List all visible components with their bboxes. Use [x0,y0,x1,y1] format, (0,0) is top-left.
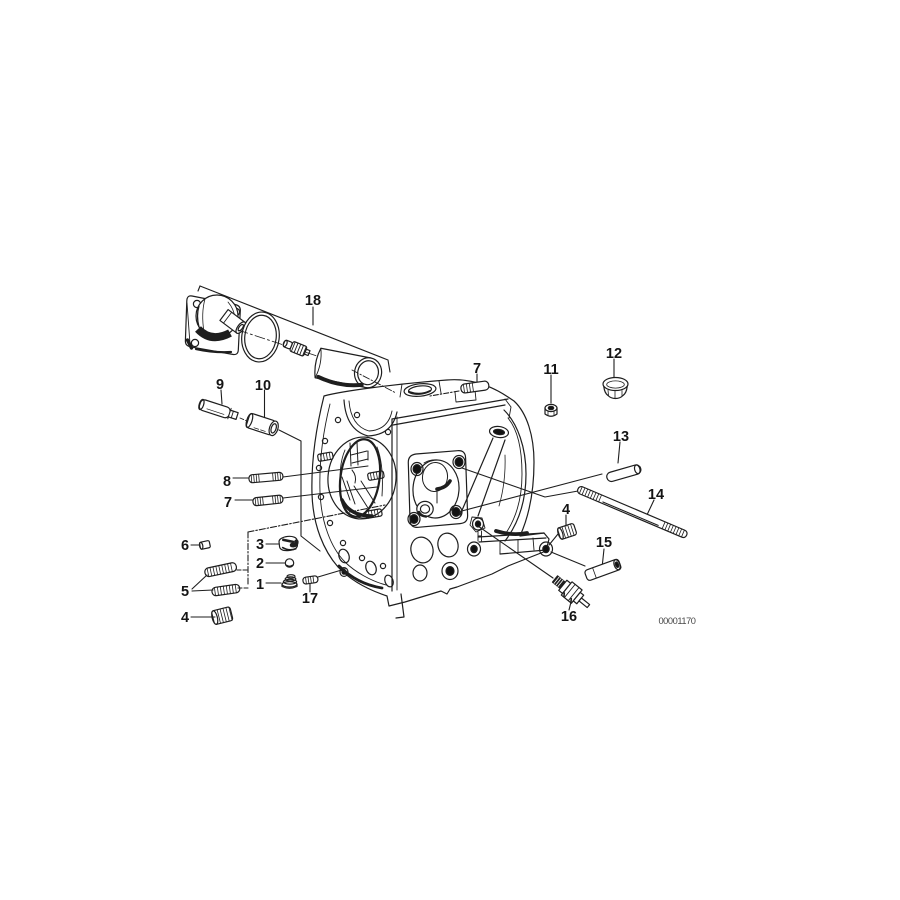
svg-text:2: 2 [256,556,264,572]
svg-text:00001170: 00001170 [658,616,695,626]
svg-text:9: 9 [216,377,224,393]
svg-text:15: 15 [596,535,612,551]
svg-text:3: 3 [256,537,264,553]
svg-text:5: 5 [181,584,189,600]
svg-text:7: 7 [473,361,481,377]
svg-text:10: 10 [255,378,271,394]
svg-text:17: 17 [302,591,318,607]
svg-text:8: 8 [223,474,231,490]
svg-text:4: 4 [181,610,189,626]
svg-text:6: 6 [181,538,189,554]
svg-text:14: 14 [648,487,664,503]
svg-text:18: 18 [305,293,321,309]
svg-text:1: 1 [256,577,264,593]
svg-text:11: 11 [543,362,558,378]
svg-text:13: 13 [613,429,629,445]
svg-text:7: 7 [224,495,232,511]
svg-text:4: 4 [562,502,570,518]
svg-text:12: 12 [606,346,622,362]
svg-text:16: 16 [561,609,577,625]
